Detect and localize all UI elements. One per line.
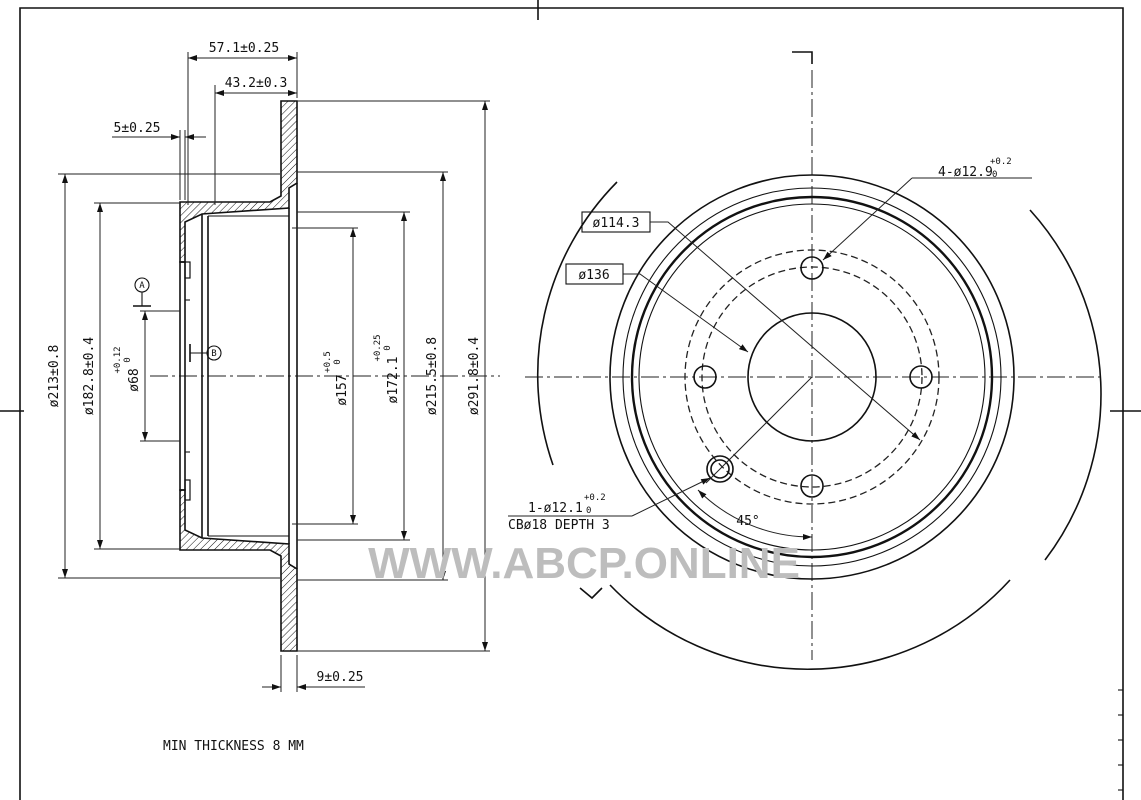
dim-hat-wall: 5±0.25 <box>114 121 161 136</box>
bolt-hole-left <box>693 365 717 389</box>
screw-hole-counterbore <box>706 455 734 483</box>
outer-arc-left <box>536 181 618 466</box>
dim-total-height: 57.1±0.25 <box>209 41 279 56</box>
bolt-hole-top <box>800 256 824 280</box>
dim-dia-172-1: ø172.1 <box>386 357 401 404</box>
dim-dia-182-8: ø182.8±0.4 <box>82 337 97 415</box>
section-upper <box>179 100 298 263</box>
dim-dia-157: ø157 <box>335 374 350 405</box>
dim-hat-height: 43.2±0.3 <box>225 76 288 91</box>
outer-arc-bottom <box>609 579 1011 671</box>
tol-172-lower: 0 <box>383 345 393 350</box>
screw-tol-lower: 0 <box>586 506 591 516</box>
bolt-tol-lower: 0 <box>992 170 997 180</box>
watermark: WWW.ABCP.ONLINE <box>368 539 800 588</box>
front-view: 4-ø12.9 +0.2 0 ø114.3 ø136 1-ø12.1 +0.2 … <box>508 51 1102 671</box>
note-min-thickness: MIN THICKNESS 8 MM <box>163 739 304 754</box>
bolt-hole-bottom <box>800 474 824 498</box>
screw-tol-upper: +0.2 <box>584 493 606 503</box>
pcd-circle <box>684 249 940 505</box>
label-bolt-holes: 4-ø12.9 <box>938 165 993 180</box>
tol-157-lower: 0 <box>333 359 343 364</box>
bolt-hole-right <box>909 365 933 389</box>
bolt-tol-upper: +0.2 <box>990 157 1012 167</box>
dim-dia-213: ø213±0.8 <box>47 345 62 408</box>
tol-172-upper: +0.25 <box>373 334 383 361</box>
datum-b-label: B <box>211 349 216 359</box>
tol-68-lower: 0 <box>123 357 133 362</box>
dim-disc-thickness: 9±0.25 <box>317 670 364 685</box>
outer-arc-right <box>1029 209 1102 561</box>
side-section-view: A B 57.1±0.25 43.2±0.3 5±0.25 9±0.25 ø21… <box>47 41 500 692</box>
tol-157-upper: +0.5 <box>323 351 333 373</box>
tol-68-upper: +0.12 <box>113 346 123 373</box>
dim-dia-215-5: ø215.5±0.8 <box>425 337 440 415</box>
ring-outer <box>609 174 1015 580</box>
label-counterbore: CBø18 DEPTH 3 <box>508 518 610 533</box>
label-hub-dia: ø136 <box>578 268 609 283</box>
datum-a-label: A <box>139 281 145 291</box>
section-lower <box>179 489 298 652</box>
label-screw-hole: 1-ø12.1 <box>528 501 583 516</box>
center-bore <box>747 312 877 442</box>
label-angle: 45° <box>736 514 759 529</box>
dim-dia-291-8: ø291.8±0.4 <box>467 337 482 415</box>
label-pcd: ø114.3 <box>593 216 640 231</box>
dim-dia-68: ø68 <box>127 368 142 391</box>
